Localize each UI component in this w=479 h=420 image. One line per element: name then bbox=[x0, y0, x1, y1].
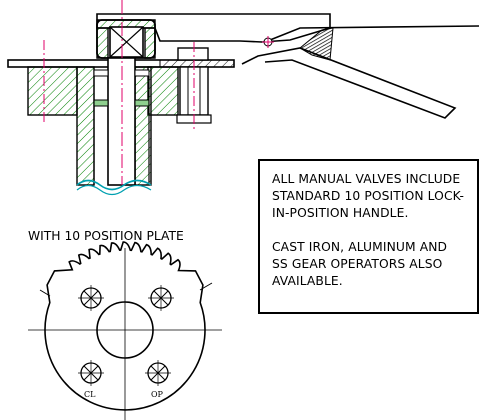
neck-left bbox=[76, 66, 95, 186]
shaft-break bbox=[76, 179, 152, 191]
bonnet-body-left bbox=[27, 66, 78, 116]
plate-caption: WITH 10 POSITION PLATE bbox=[28, 229, 184, 243]
position-plate: CL OP bbox=[28, 241, 222, 420]
handle-upper-edge bbox=[264, 25, 479, 43]
bolt-hole-top-left bbox=[78, 285, 104, 311]
lever-arm bbox=[241, 47, 457, 119]
notes-box: ALL MANUAL VALVES INCLUDE STANDARD 10 PO… bbox=[258, 159, 479, 314]
label-closed: CL bbox=[84, 390, 96, 399]
lever-grip bbox=[299, 27, 334, 61]
bonnet-body-right bbox=[147, 66, 179, 116]
note-handle: ALL MANUAL VALVES INCLUDE STANDARD 10 PO… bbox=[272, 172, 465, 220]
bolt-hole-bottom-right bbox=[145, 360, 171, 386]
label-open: OP bbox=[151, 390, 164, 399]
section-view bbox=[7, 0, 479, 196]
flange-bolt-head bbox=[177, 47, 209, 61]
bolt-hole-top-right bbox=[148, 285, 174, 311]
note-gear-operators: CAST IRON, ALUMINUM AND SS GEAR OPERATOR… bbox=[272, 240, 448, 288]
bolt-hole-bottom-left bbox=[78, 360, 104, 386]
